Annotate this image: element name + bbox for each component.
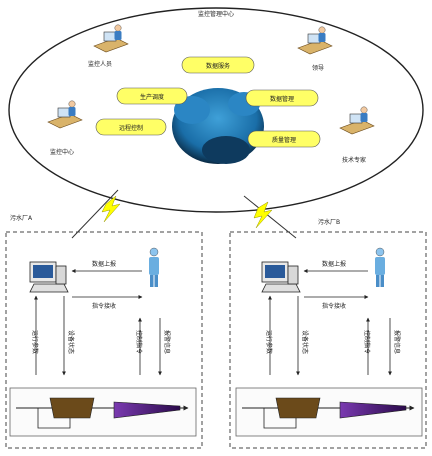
station-leader: 领导 (297, 26, 333, 72)
center-title: 监控管理中心 (198, 10, 234, 18)
station-monitor-center: 监控中心 (47, 100, 83, 156)
link-line-left (71, 189, 119, 239)
process-line (236, 388, 422, 436)
svg-text:质量管理: 质量管理 (272, 136, 296, 144)
svg-text:设备状态: 设备状态 (67, 330, 75, 354)
bubble-data-management[interactable]: 数据管理 (245, 89, 319, 107)
bubble-data-service[interactable]: 数据服务 (181, 56, 255, 74)
svg-text:数据服务: 数据服务 (206, 62, 230, 70)
process-line (10, 388, 196, 436)
bubble-remote-control[interactable]: 远程控制 (95, 118, 167, 136)
factory-a: 污水厂A 数据上报 指令接收 运行参数 设备状态 控制指令 报警信息 (5, 214, 203, 449)
bubble-production-dispatch[interactable]: 生产调度 (116, 87, 188, 105)
bubble-quality-management[interactable]: 质量管理 (247, 130, 321, 148)
link-line-right (243, 195, 297, 239)
factory-a-title: 污水厂A (10, 214, 33, 222)
svg-text:技术专家: 技术专家 (342, 156, 366, 164)
factory-b-title: 污水厂B (318, 218, 340, 226)
factory-b: 污水厂B 数据上报 指令接收 运行参数 设备状态 控制指令 报警信息 (229, 218, 427, 449)
svg-text:领导: 领导 (312, 64, 324, 72)
computer-icon[interactable] (29, 261, 69, 293)
svg-text:报警信息: 报警信息 (393, 330, 401, 354)
svg-text:远程控制: 远程控制 (119, 124, 143, 132)
station-expert: 技术专家 (339, 106, 375, 164)
svg-text:运行参数: 运行参数 (265, 330, 273, 354)
lightning-bolt-icon (253, 201, 273, 229)
svg-text:控制指令: 控制指令 (135, 330, 143, 354)
svg-text:数据上报: 数据上报 (322, 260, 346, 268)
operator-person-icon (148, 247, 160, 288)
svg-text:运行参数: 运行参数 (31, 330, 39, 354)
lightning-bolt-icon (101, 195, 121, 223)
svg-text:数据上报: 数据上报 (92, 260, 116, 268)
svg-text:设备状态: 设备状态 (301, 330, 309, 354)
svg-text:指令接收: 指令接收 (322, 302, 346, 310)
svg-text:数据管理: 数据管理 (270, 95, 294, 103)
svg-text:控制指令: 控制指令 (363, 330, 371, 354)
station-monitor-staff: 监控人员 (88, 24, 129, 68)
svg-text:报警信息: 报警信息 (163, 330, 171, 354)
svg-text:监控人员: 监控人员 (88, 60, 112, 68)
svg-text:监控中心: 监控中心 (50, 148, 74, 156)
operator-person-icon (374, 247, 386, 288)
svg-text:生产调度: 生产调度 (140, 93, 164, 101)
svg-text:指令接收: 指令接收 (92, 302, 116, 310)
computer-icon[interactable] (261, 261, 301, 293)
